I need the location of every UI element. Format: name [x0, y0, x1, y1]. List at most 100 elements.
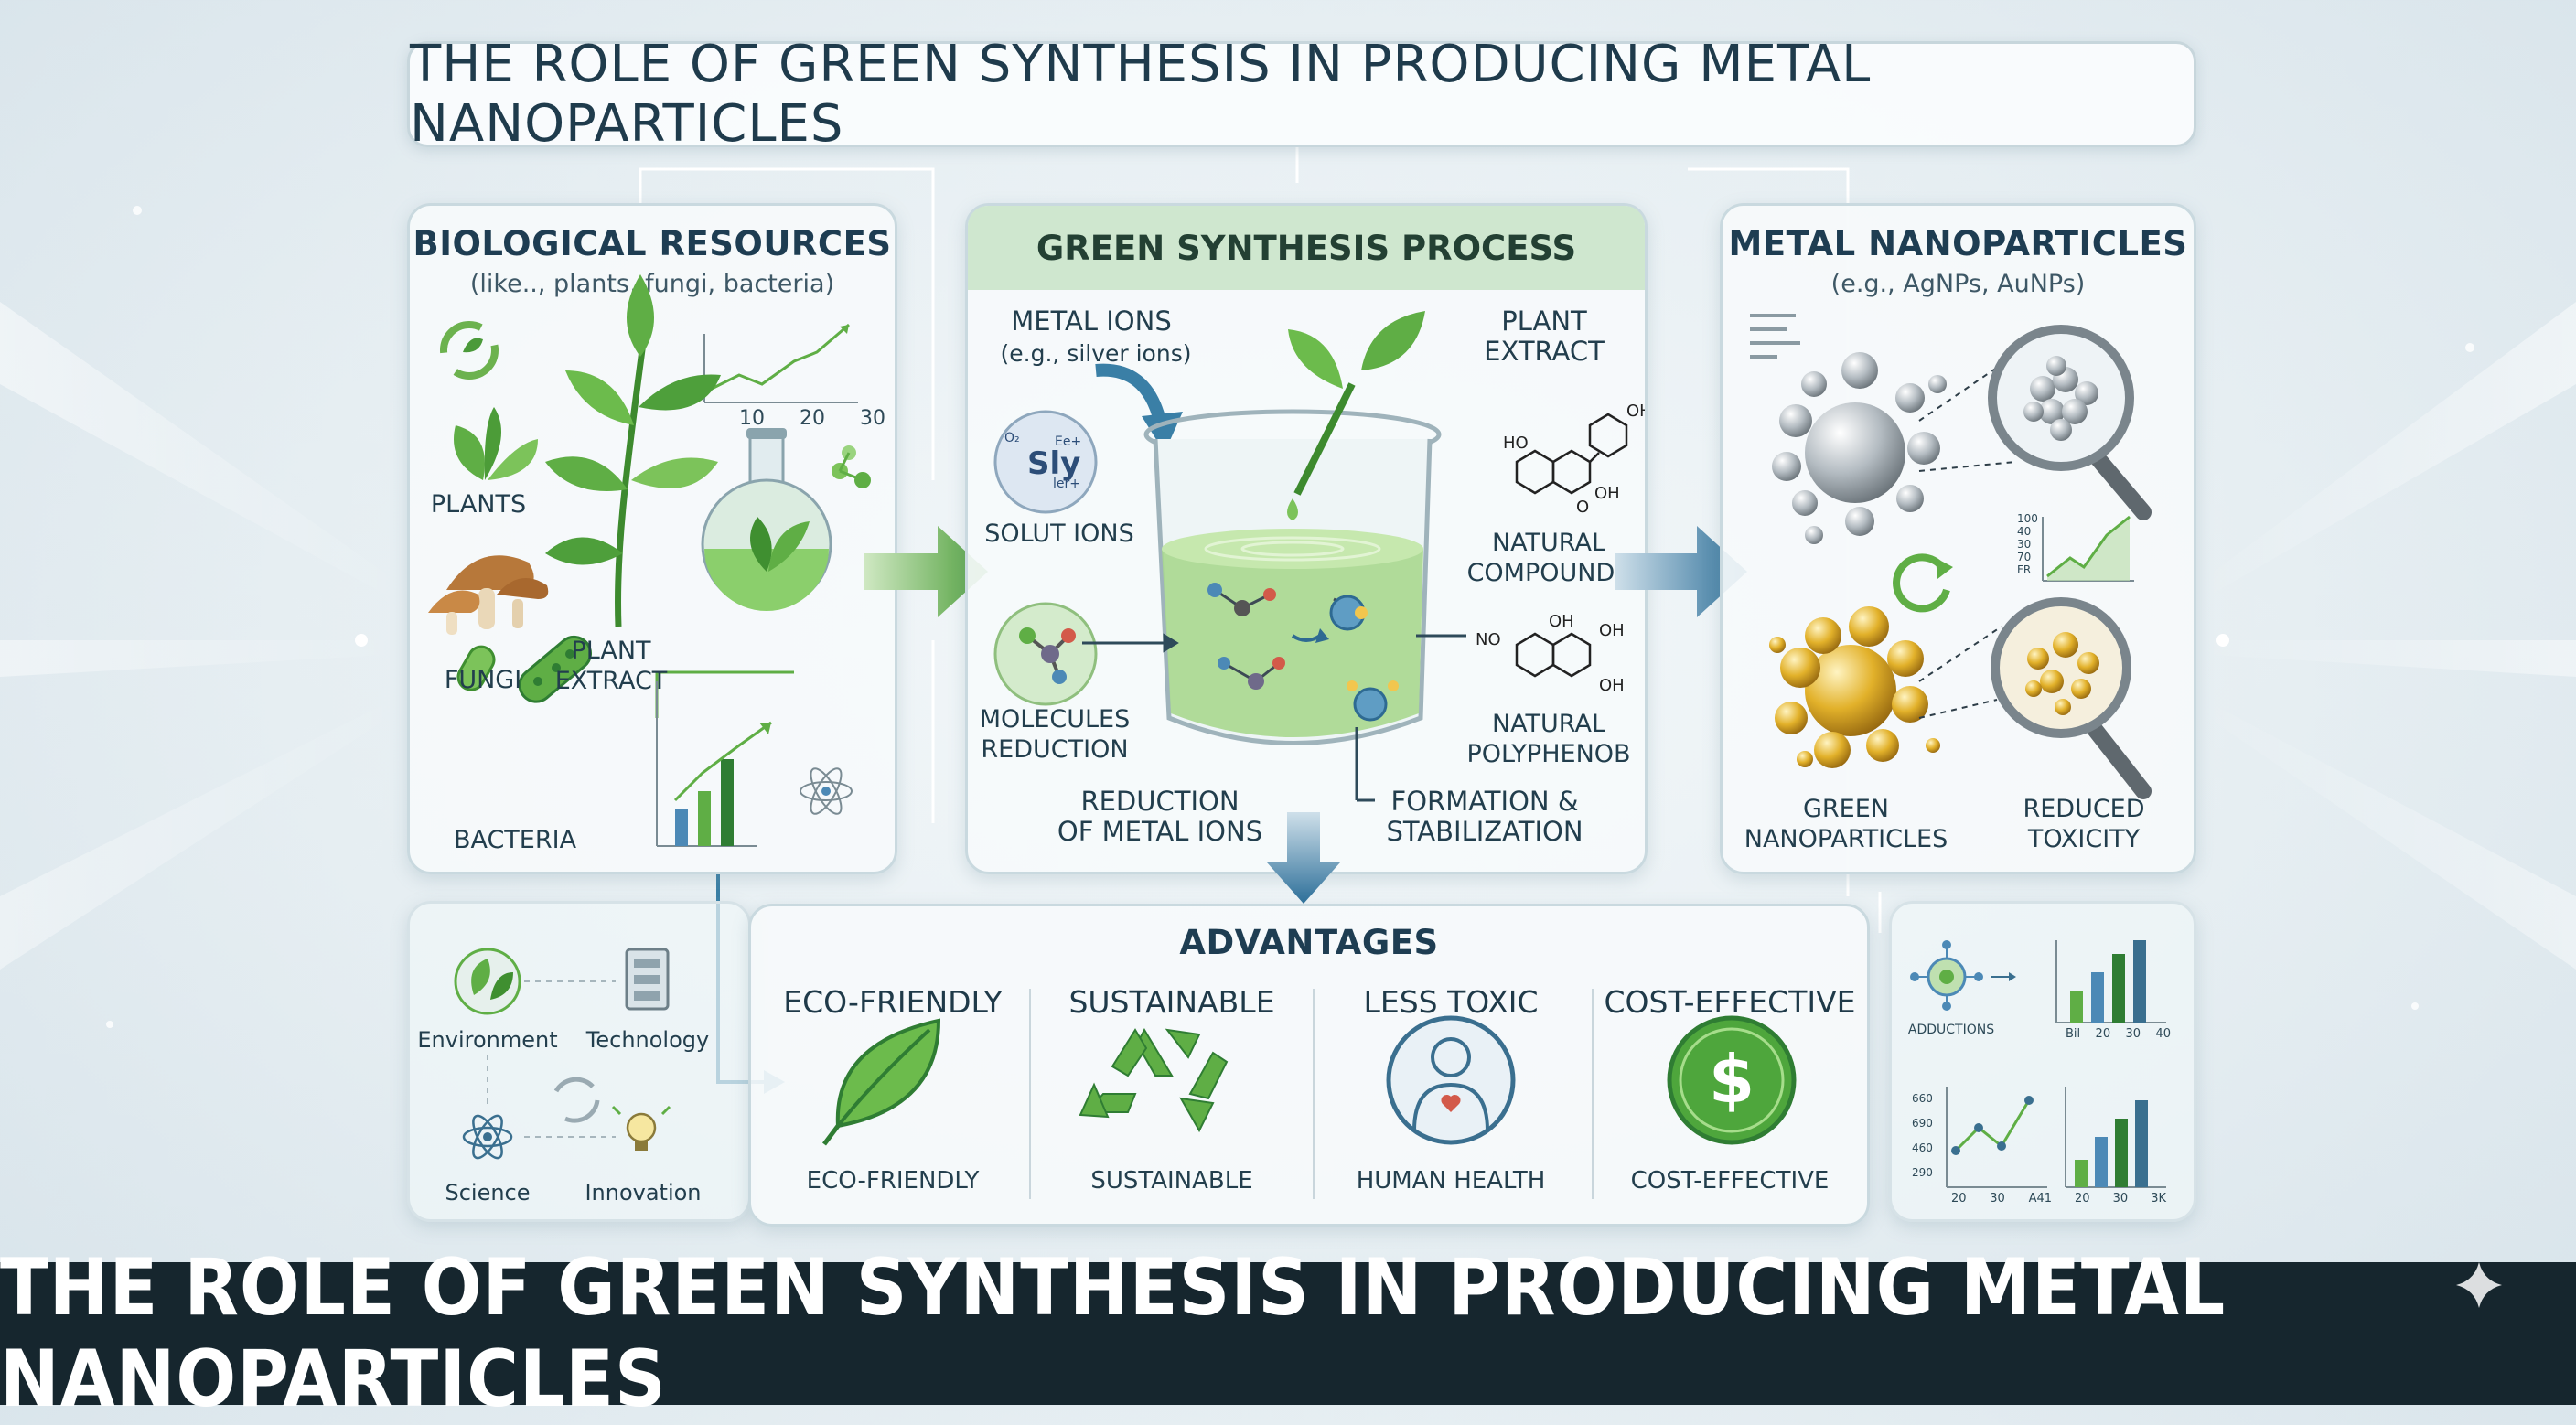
advantage-heading: LESS TOXIC [1363, 984, 1539, 1020]
mini-chart-tick: 30 [2017, 538, 2032, 551]
metal-ions-example: (e.g., silver ions) [1000, 340, 1192, 367]
innovation-label: Innovation [585, 1180, 702, 1205]
mini-chart-tick: 20 [2095, 1027, 2111, 1041]
arrow-process-to-metal [1615, 526, 1747, 617]
formation-line-2: STABILIZATION [1386, 816, 1583, 847]
advantages-panel: ADVANTAGES [748, 904, 1870, 1227]
environment-icon [454, 948, 521, 1015]
advantage-cost-effective: COST-EFFECTIVE COST-EFFECTIVE [1593, 984, 1867, 1195]
green-nanoparticles-line-1: GREEN [1803, 795, 1889, 823]
solut-ions-label: SOLUT IONS [984, 520, 1134, 548]
mini-chart-tick: A41 [2028, 1192, 2052, 1205]
mini-growth-chart [2042, 515, 2134, 582]
chem-label: O [1576, 498, 1589, 517]
mini-chart-tick: 10 [739, 407, 765, 430]
mini-growth-chart [703, 323, 858, 403]
green-synthesis-process-panel: GREEN SYNTHESIS PROCESS METAL IONS (e.g.… [965, 203, 1648, 874]
plants-icon [454, 407, 538, 480]
reduced-toxicity-line-1: REDUCED [2023, 795, 2145, 823]
top-title: THE ROLE OF GREEN SYNTHESIS IN PRODUCING… [407, 35, 2196, 154]
mini-chart-axis: 100 40 30 70 FR [2017, 512, 2045, 576]
chem-label: OH [1599, 676, 1625, 695]
mini-chart-tick: 20 [800, 407, 825, 430]
advantages-title: ADVANTAGES [1179, 923, 1439, 962]
green-nanoparticles-label: GREEN NANOPARTICLES [1732, 794, 1960, 854]
magnifier-silver-icon [1918, 325, 2152, 520]
formation-line-1: FORMATION & [1390, 786, 1579, 817]
process-plant-extract-line-1: PLANT [1501, 305, 1587, 337]
person-heart-icon [1386, 1015, 1516, 1145]
chem-label: OH [1626, 402, 1645, 421]
atom-icon [800, 767, 853, 815]
plant-stem-icon [545, 274, 721, 627]
mini-chart-tick: 3K [2151, 1192, 2166, 1205]
mini-bar-chart [655, 670, 794, 847]
process-title: GREEN SYNTHESIS PROCESS [968, 206, 1645, 290]
mini-chart-tick: 690 [1912, 1117, 1933, 1130]
plant-extract-flask-icon [701, 428, 871, 611]
mini-chart-tick: 70 [2017, 551, 2032, 563]
plant-extract-line-1: PLANT [571, 637, 651, 665]
innovation-lightbulb-icon [611, 1105, 671, 1151]
mini-charts-panel: ADDUCTIONS Bil 20 30 40 660 690 460 290 … [1889, 901, 2196, 1222]
natural-compounds-label: NATURAL COMPOUNDS [1462, 528, 1636, 588]
reduction-label: REDUCTION OF METAL IONS [1041, 787, 1279, 847]
mini-chart-tick: 660 [1912, 1092, 1933, 1105]
reduction-line-1: REDUCTION [1080, 786, 1240, 817]
ion-superscript-left: O₂ [1004, 431, 1020, 445]
recycle-icon [440, 321, 499, 380]
biological-resources-subtitle: (like.., plants, fungi, bacteria) [469, 270, 835, 298]
adductions-label: ADDUCTIONS [1907, 1023, 1995, 1037]
dollar-icon: $ [1667, 1015, 1797, 1145]
metal-nanoparticles-subtitle: (e.g., AgNPs, AuNPs) [1830, 270, 2086, 298]
natural-compounds-structure-icon [1515, 412, 1628, 495]
leaf-icon [822, 1018, 941, 1146]
ion-superscript-top: Ee+ [1055, 434, 1081, 449]
ion-symbol: Sly [1027, 445, 1080, 482]
advantage-sustainable: SUSTAINABLE SUSTAINABLE [1035, 984, 1309, 1195]
plants-label: PLANTS [430, 490, 527, 519]
advantage-eco-friendly: ECO-FRIENDLY ECO-FRIENDLY [756, 984, 1030, 1195]
science-label: Science [445, 1180, 531, 1205]
reduced-toxicity-line-2: TOXICITY [2027, 825, 2141, 853]
fungi-label: FUNGI [444, 666, 522, 694]
natural-polyphenol-label: NATURAL POLYPHENOB [1462, 709, 1636, 769]
biological-resources-title: BIOLOGICAL RESOURCES [413, 224, 892, 263]
list-icon [1750, 314, 1800, 359]
molecules-line-1: MOLECULES [979, 705, 1131, 734]
advantage-heading: SUSTAINABLE [1068, 984, 1275, 1020]
mini-chart-tick: Bil [2066, 1027, 2081, 1041]
mini-chart-tick: 20 [2075, 1192, 2090, 1205]
mini-chart-tick: 100 [2017, 512, 2038, 525]
bottom-title-banner: THE ROLE OF GREEN SYNTHESIS IN PRODUCING… [0, 1242, 2576, 1425]
molecules-reduction-label: MOLECULES REDUCTION [977, 704, 1132, 765]
advantage-footer: SUSTAINABLE [1090, 1167, 1253, 1195]
mini-chart-tick: 30 [860, 407, 886, 430]
formation-label: FORMATION & STABILIZATION [1379, 787, 1590, 847]
silver-nanoparticles-icon [1772, 352, 1947, 544]
natural-poly-line-2: POLYPHENOB [1466, 740, 1631, 768]
mini-chart-tick: 20 [1951, 1192, 1967, 1205]
ion-superscript-bottom: ler+ [1053, 477, 1080, 491]
technology-icon [625, 948, 670, 1011]
science-atom-icon [462, 1114, 513, 1160]
advantage-less-toxic: LESS TOXIC HUMAN HEALTH [1314, 984, 1588, 1195]
natural-poly-line-1: NATURAL [1491, 710, 1605, 738]
natural-compounds-line-2: COMPOUNDS [1466, 559, 1631, 587]
metal-nanoparticles-title: METAL NANOPARTICLES [1728, 224, 2188, 263]
advantage-heading: ECO-FRIENDLY [783, 984, 1003, 1020]
chem-label: NO [1476, 630, 1501, 649]
mini-chart-tick: 40 [2155, 1027, 2171, 1041]
ecosystem-panel: Environment Technology Science Innovatio… [407, 901, 751, 1222]
chem-label: OH [1549, 612, 1574, 631]
mini-line-chart [1946, 1087, 2047, 1188]
advantage-footer: COST-EFFECTIVE [1630, 1167, 1830, 1195]
adduction-molecule-icon [1910, 940, 2016, 1011]
molecules-line-2: REDUCTION [981, 735, 1129, 764]
mini-chart-tick: FR [2017, 563, 2032, 576]
environment-label: Environment [417, 1027, 558, 1053]
advantage-footer: ECO-FRIENDLY [806, 1167, 980, 1195]
reduction-line-2: OF METAL IONS [1057, 816, 1263, 847]
mini-chart-tick: 30 [2125, 1027, 2141, 1041]
